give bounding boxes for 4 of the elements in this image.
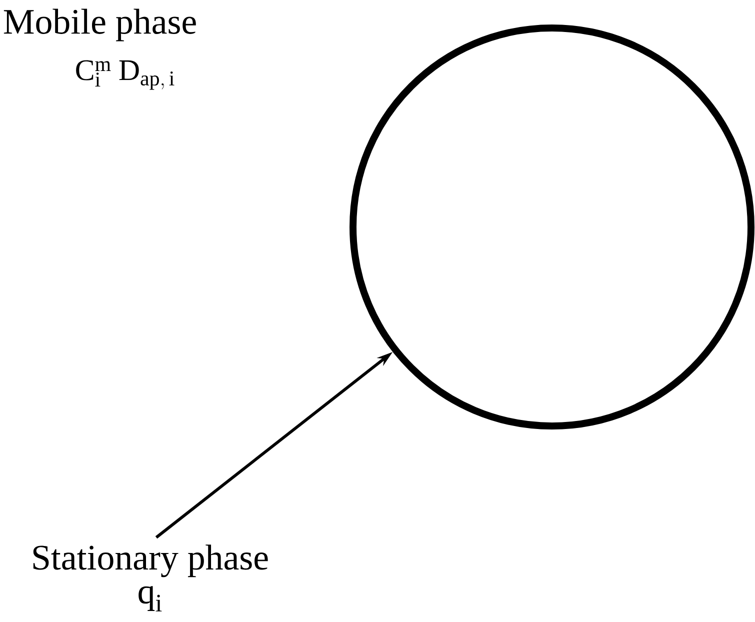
phase-label: Mobile phase xyxy=(4,8,196,42)
phase-label: Stationary phase $\mathrm{q}_{\mathrm{i}}$ xyxy=(33,544,268,612)
formula: $\mathrm{C}_{\mathrm{i}}^{\mathrm{m}}\;\mathrm{D}_{\mathrm{ap,\,i}}$ xyxy=(76,60,174,90)
particle-circle xyxy=(350,24,754,430)
